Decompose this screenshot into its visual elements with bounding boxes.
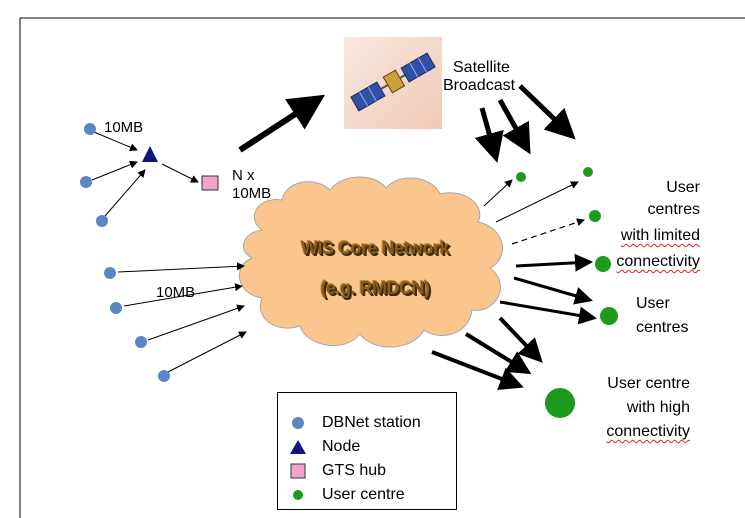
- user-centre: [589, 210, 601, 222]
- arrow-sat-1: [474, 107, 504, 163]
- bandwidth-label-hub-line1: N x: [232, 167, 255, 184]
- arrow-station-node-2: [91, 160, 138, 181]
- dbnet-station: [80, 176, 92, 188]
- dbnet-station: [158, 370, 170, 382]
- high-label-line1: User centre: [607, 375, 690, 392]
- arrow-station-cloud-3: [147, 304, 245, 341]
- dbnet-station: [96, 215, 108, 227]
- user-centre: [600, 307, 618, 325]
- core-network-line2: (e.g. RMDCN): [320, 278, 431, 298]
- arrow-to-satellite: [238, 94, 326, 153]
- arrow-station-node-1: [93, 131, 138, 151]
- limited-label-line3: with limited: [620, 227, 700, 244]
- arrow-cloud-uc4: [515, 253, 593, 272]
- high-label-line2: with high: [626, 399, 690, 416]
- arrow-station-cloud-1: [117, 262, 245, 273]
- user-centre: [595, 256, 611, 272]
- legend-item-user-centre: User centre: [278, 484, 456, 506]
- arrow-cloud-uc6a: [498, 316, 543, 363]
- legend-label: DBNet station: [322, 414, 421, 431]
- arrow-sat-3: [518, 84, 576, 140]
- legend-label: Node: [322, 438, 361, 455]
- high-label-line3: connectivity: [606, 423, 690, 440]
- arrow-cloud-uc5a: [513, 276, 593, 305]
- arrow-sat-2: [497, 98, 531, 155]
- blue-circle-icon: [292, 417, 304, 429]
- gts-hub-square: [201, 175, 219, 191]
- bandwidth-label-top: 10MB: [104, 119, 144, 136]
- node-triangle: [142, 146, 158, 162]
- legend-item-dbnet: DBNet station: [278, 412, 456, 434]
- satellite-image: [344, 37, 442, 129]
- centres-label-line2: centres: [636, 319, 689, 336]
- core-network-label: WIS Core Network (e.g. RMDCN): [280, 228, 470, 308]
- user-centre-large: [545, 388, 575, 418]
- satellite-label-line1: Satellite: [453, 59, 510, 76]
- user-centre: [516, 172, 526, 182]
- arrow-station-node-3: [104, 169, 146, 217]
- legend-item-gts-hub: GTS hub: [278, 460, 456, 482]
- arrow-cloud-uc6c: [431, 350, 524, 390]
- arrow-cloud-uc6b: [464, 332, 532, 375]
- dbnet-station: [84, 123, 96, 135]
- green-circle-icon: [293, 490, 303, 500]
- satellite-label-line2: Broadcast: [443, 77, 516, 94]
- arrow-cloud-uc3: [511, 218, 585, 245]
- triangle-icon: [290, 440, 306, 454]
- dbnet-station: [110, 302, 122, 314]
- pink-square-icon: [290, 463, 306, 479]
- core-network-cloud: [238, 176, 503, 348]
- limited-label-line2: centres: [647, 201, 700, 218]
- bandwidth-label-mid: 10MB: [156, 284, 196, 301]
- arrow-cloud-uc5b: [499, 300, 597, 325]
- arrow-station-cloud-4: [167, 331, 247, 373]
- core-network-line1: WIS Core Network: [300, 238, 450, 258]
- legend-label: GTS hub: [322, 462, 387, 479]
- bandwidth-label-hub-line2: 10MB: [232, 185, 272, 202]
- user-centre: [583, 167, 593, 177]
- dbnet-station: [135, 336, 147, 348]
- legend-item-node: Node: [278, 436, 456, 458]
- limited-label-line4: connectivity: [616, 253, 700, 270]
- legend-label: User centre: [322, 486, 405, 503]
- centres-label-line1: User: [636, 295, 670, 312]
- arrow-cloud-uc1: [483, 179, 513, 207]
- arrow-station-cloud-2: [123, 283, 243, 307]
- arrow-node-hub: [161, 163, 199, 183]
- legend: DBNet station Node GTS hub User centre: [277, 392, 457, 510]
- limited-label-line1: User: [666, 179, 700, 196]
- arrow-cloud-uc2: [495, 181, 579, 223]
- dbnet-station: [104, 267, 116, 279]
